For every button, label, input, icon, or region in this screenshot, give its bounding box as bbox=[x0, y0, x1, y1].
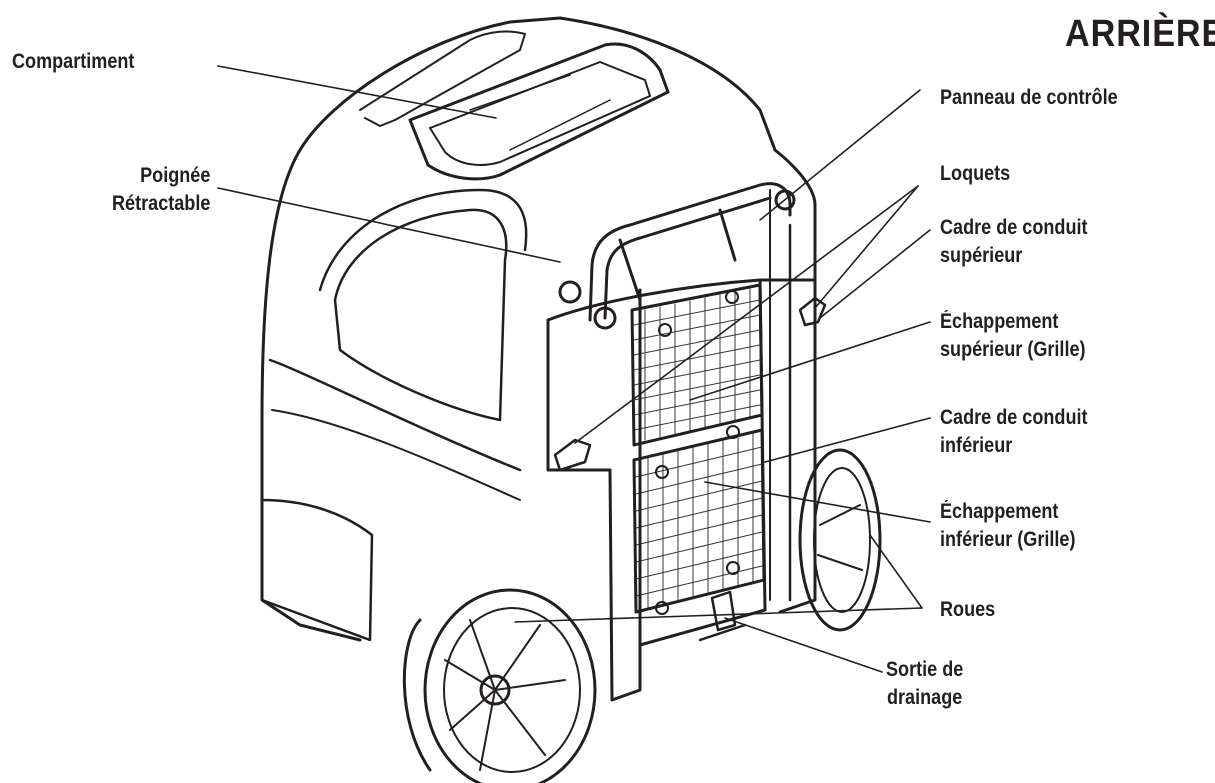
label-cadre-conduit-inferieur: Cadre de conduit inférieur bbox=[940, 406, 1088, 457]
leader-poignee bbox=[217, 187, 561, 263]
upper-grille bbox=[630, 283, 764, 447]
leader-lines bbox=[217, 65, 931, 673]
leader-echap-inf bbox=[704, 481, 931, 523]
label-echappement-superieur: Échappement supérieur (Grille) bbox=[940, 310, 1086, 361]
label-loquets: Loquets bbox=[940, 162, 1011, 185]
side-window bbox=[268, 188, 528, 501]
leader-panneau bbox=[759, 89, 921, 221]
leader-sortie bbox=[724, 617, 883, 673]
leader-loquets-a bbox=[574, 185, 919, 444]
right-wheel bbox=[798, 448, 882, 632]
leader-echap-sup bbox=[689, 321, 931, 401]
drain-outlet bbox=[698, 590, 747, 642]
label-cadre-conduit-superieur: Cadre de conduit supérieur bbox=[940, 216, 1088, 267]
label-roues: Roues bbox=[940, 598, 996, 621]
latches bbox=[553, 296, 827, 472]
label-poignee-retractable: Poignée Rétractable bbox=[111, 164, 210, 215]
lower-grille bbox=[632, 425, 766, 615]
leader-roues-b bbox=[869, 534, 923, 609]
leader-loquets-b bbox=[814, 185, 919, 309]
retractable-handle bbox=[558, 182, 796, 330]
leader-roues-a bbox=[514, 607, 923, 623]
leader-cadre-inf bbox=[764, 417, 931, 463]
left-wheel bbox=[402, 588, 597, 783]
label-echappement-inferieur: Échappement inférieur (Grille) bbox=[940, 500, 1076, 551]
label-panneau-de-controle: Panneau de contrôle bbox=[940, 86, 1118, 109]
leader-cadre-sup bbox=[819, 229, 931, 319]
lid-compartment bbox=[359, 30, 670, 181]
leader-compartiment bbox=[217, 65, 497, 119]
label-sortie-de-drainage: Sortie de drainage bbox=[886, 658, 964, 709]
label-compartiment: Compartiment bbox=[12, 50, 135, 73]
page-title: ARRIÈRE bbox=[1065, 13, 1215, 55]
